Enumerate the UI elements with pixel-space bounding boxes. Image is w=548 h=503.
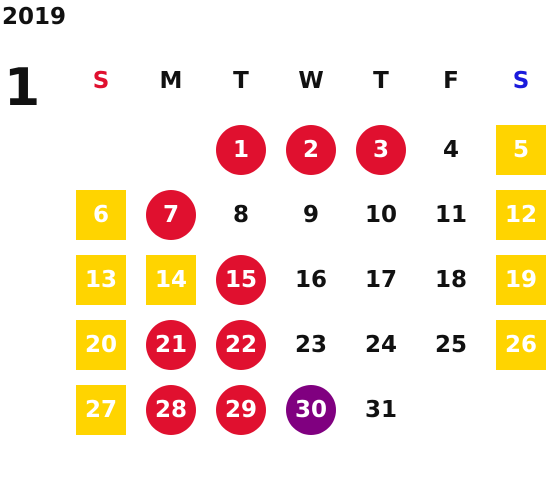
day-cell[interactable]: 25 bbox=[434, 332, 467, 358]
day-cell[interactable]: 15 bbox=[216, 255, 266, 305]
day-cell[interactable]: 30 bbox=[286, 385, 336, 435]
day-cell[interactable]: 19 bbox=[496, 255, 546, 305]
weekday-header: W bbox=[298, 68, 324, 94]
weekday-header: T bbox=[373, 68, 389, 94]
day-cell[interactable]: 14 bbox=[146, 255, 196, 305]
day-cell[interactable]: 22 bbox=[216, 320, 266, 370]
day-cell[interactable]: 27 bbox=[76, 385, 126, 435]
day-cell[interactable]: 26 bbox=[496, 320, 546, 370]
day-cell[interactable]: 18 bbox=[434, 267, 467, 293]
day-cell[interactable]: 10 bbox=[364, 202, 397, 228]
day-cell[interactable]: 2 bbox=[286, 125, 336, 175]
day-cell[interactable]: 4 bbox=[442, 137, 459, 163]
year-label: 2019 bbox=[2, 4, 67, 30]
day-cell[interactable]: 3 bbox=[356, 125, 406, 175]
day-cell[interactable]: 24 bbox=[364, 332, 397, 358]
day-cell[interactable]: 8 bbox=[232, 202, 249, 228]
day-cell[interactable]: 13 bbox=[76, 255, 126, 305]
weekday-header: F bbox=[443, 68, 459, 94]
day-cell[interactable]: 11 bbox=[434, 202, 467, 228]
day-cell[interactable]: 1 bbox=[216, 125, 266, 175]
day-cell[interactable]: 12 bbox=[496, 190, 546, 240]
day-cell[interactable]: 21 bbox=[146, 320, 196, 370]
weekday-header: S bbox=[512, 68, 530, 94]
day-cell[interactable]: 17 bbox=[364, 267, 397, 293]
day-cell[interactable]: 29 bbox=[216, 385, 266, 435]
day-cell[interactable]: 31 bbox=[364, 397, 397, 423]
day-cell[interactable]: 9 bbox=[302, 202, 319, 228]
day-cell[interactable]: 23 bbox=[294, 332, 327, 358]
day-cell[interactable]: 6 bbox=[76, 190, 126, 240]
weekday-header: T bbox=[233, 68, 249, 94]
day-cell[interactable]: 7 bbox=[146, 190, 196, 240]
day-cell[interactable]: 28 bbox=[146, 385, 196, 435]
day-cell[interactable]: 16 bbox=[294, 267, 327, 293]
day-cell[interactable]: 5 bbox=[496, 125, 546, 175]
weekday-header: S bbox=[92, 68, 110, 94]
weekday-header: M bbox=[159, 68, 183, 94]
month-number: 1 bbox=[4, 58, 41, 118]
day-cell[interactable]: 20 bbox=[76, 320, 126, 370]
